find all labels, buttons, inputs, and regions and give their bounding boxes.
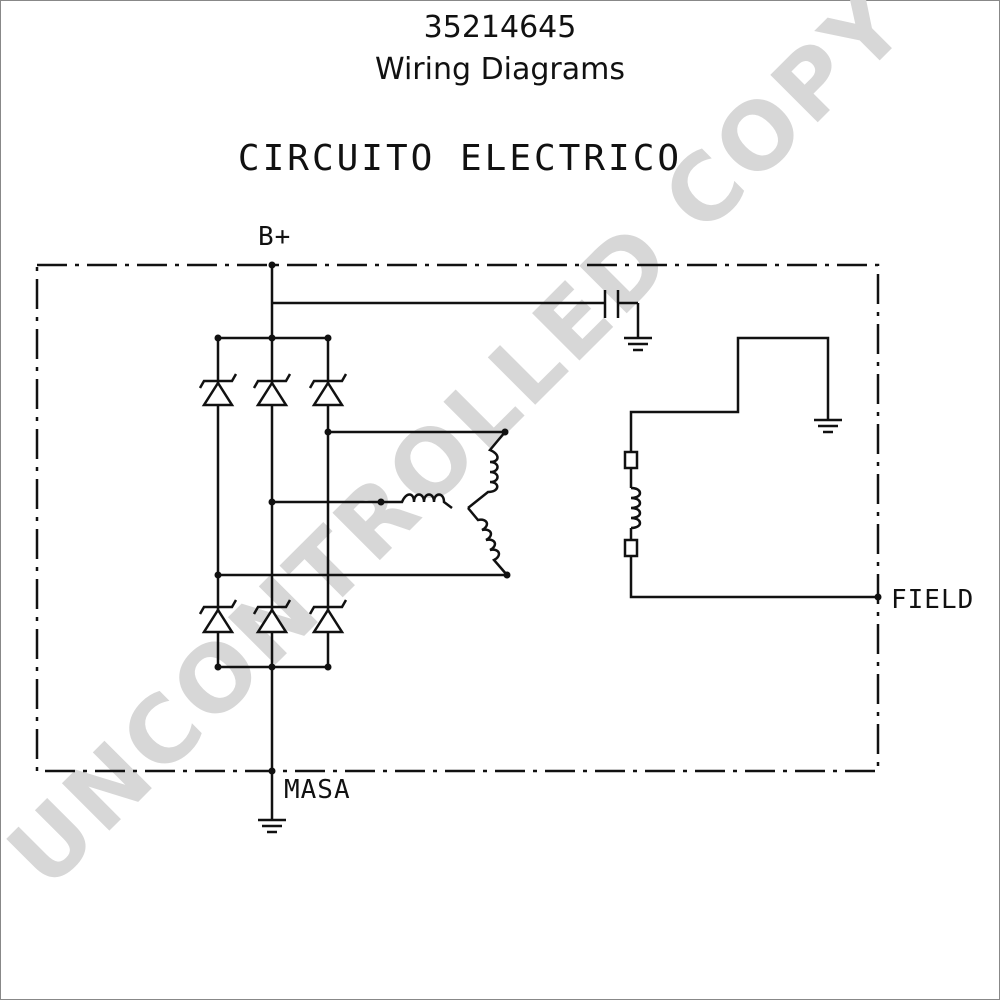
- zener-diode: [198, 373, 238, 407]
- zener-diode: [198, 599, 238, 634]
- field-label: FIELD: [891, 585, 974, 615]
- field-coil: [623, 336, 882, 601]
- junction-dot: [324, 334, 332, 342]
- junction-dot: [214, 334, 222, 342]
- page-subtitle: Wiring Diagrams: [374, 52, 626, 87]
- b-plus-label: B+: [258, 222, 291, 252]
- masa-terminal: [268, 767, 276, 775]
- capacitor: [272, 290, 640, 338]
- ground-icon: [258, 818, 286, 834]
- junction-dot: [268, 663, 276, 671]
- alternator-enclosure: [35, 263, 880, 773]
- ground-icon: [814, 418, 842, 434]
- diagram-heading: CIRCUITO ELECTRICO: [238, 138, 682, 179]
- zener-diode: [252, 599, 292, 634]
- zener-diode: [308, 599, 348, 634]
- junction-dot: [268, 334, 276, 342]
- zener-diode: [252, 373, 292, 407]
- zener-diode: [308, 373, 348, 407]
- stator-winding-icon: [381, 431, 508, 576]
- ground-icon: [624, 336, 652, 352]
- junction-dot: [214, 663, 222, 671]
- page-title: 35214645: [423, 10, 577, 45]
- junction-dot: [324, 663, 332, 671]
- masa-label: MASA: [284, 775, 351, 805]
